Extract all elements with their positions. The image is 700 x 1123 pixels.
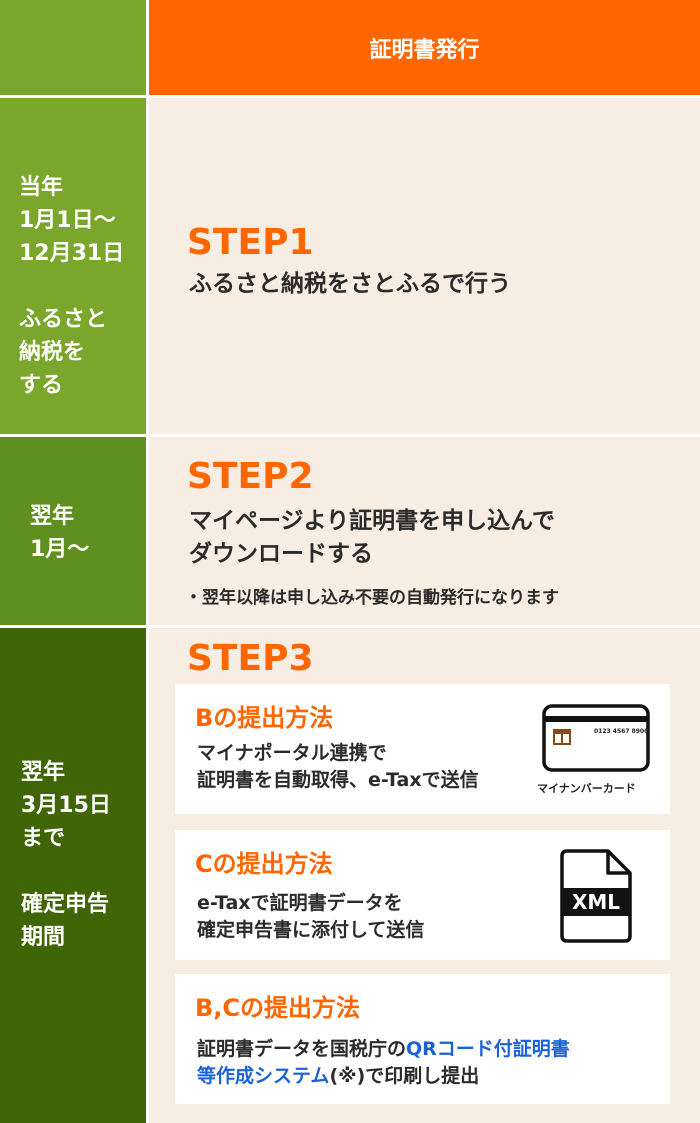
method-c-title: Cの提出方法 <box>195 850 333 878</box>
period-line: 12月31日 <box>19 241 125 266</box>
step1-description: ふるさと納税をさとふるで行う <box>189 271 511 297</box>
method-b-card: Bの提出方法 マイナポータル連携で 証明書を自動取得、e-Taxで送信 0123… <box>175 684 670 814</box>
header-left-blank <box>0 0 146 95</box>
method-c-card: Cの提出方法 e-Taxで証明書データを 確定申告書に添付して送信 XML <box>175 830 670 960</box>
period-line: 1月1日〜 <box>19 208 116 233</box>
period-line: 翌年 <box>30 504 75 529</box>
step2-description-line1: マイページより証明書を申し込んで <box>189 508 555 534</box>
method-bc-line2: 等作成システム(※)で印刷し提出 <box>197 1063 479 1090</box>
period-line: ふるさと <box>19 307 108 332</box>
period-line <box>21 855 146 888</box>
period-line: 翌年 <box>21 760 66 785</box>
step2-panel: STEP2 マイページより証明書を申し込んで ダウンロードする ・翌年以降は申し… <box>149 437 700 625</box>
method-c-line: 確定申告書に添付して送信 <box>197 919 425 941</box>
step1-panel: STEP1 ふるさと納税をさとふるで行う <box>149 98 700 434</box>
step3-label: STEP3 <box>187 638 314 679</box>
period-line: 納税を <box>19 340 86 365</box>
step2-note: ・翌年以降は申し込み不要の自動発行になります <box>185 583 559 608</box>
period-line: 3月15日 <box>21 793 111 818</box>
period-line: 期間 <box>21 925 66 950</box>
card-number: 0123 4567 8900 <box>594 728 649 735</box>
qr-certificate-system-link[interactable]: QRコード付証明書 <box>406 1038 570 1060</box>
step3-panel: STEP3 Bの提出方法 マイナポータル連携で 証明書を自動取得、e-Taxで送… <box>149 628 700 1123</box>
period-line: 確定申告 <box>21 892 110 917</box>
method-bc-text: (※)で印刷し提出 <box>329 1065 480 1087</box>
my-number-card-caption: マイナンバーカード <box>537 782 636 795</box>
step2-label: STEP2 <box>187 456 314 497</box>
method-bc-title: B,Cの提出方法 <box>195 994 361 1022</box>
step2-note-text: 翌年以降は申し込み不要の自動発行になります <box>202 588 559 608</box>
method-b-line: 証明書を自動取得、e-Taxで送信 <box>197 769 479 791</box>
period-line: まで <box>21 826 66 851</box>
xml-label: XML <box>572 890 620 914</box>
method-bc-text: 証明書データを国税庁の <box>197 1038 407 1060</box>
method-bc-card: B,Cの提出方法 証明書データを国税庁のQRコード付証明書 等作成システム(※)… <box>175 974 670 1104</box>
period-line: する <box>19 373 64 398</box>
header-title: 証明書発行 <box>149 0 700 95</box>
period-line: 1月〜 <box>30 537 90 562</box>
period-cell-tax-filing: 翌年 3月15日 まで 確定申告 期間 <box>0 628 146 1123</box>
xml-file-icon: XML <box>558 848 634 944</box>
method-c-line: e-Taxで証明書データを <box>197 892 403 914</box>
my-number-card-icon: 0123 4567 8900 <box>542 704 650 772</box>
qr-certificate-system-link-cont[interactable]: 等作成システム <box>197 1065 330 1087</box>
method-b-line: マイナポータル連携で <box>197 742 387 764</box>
period-line <box>19 270 146 303</box>
header-title-text: 証明書発行 <box>369 37 480 63</box>
period-line: 当年 <box>19 175 64 200</box>
bullet-icon: ・ <box>185 588 202 608</box>
step2-description-line2: ダウンロードする <box>189 541 373 567</box>
method-b-title: Bの提出方法 <box>195 704 334 732</box>
period-cell-next-year: 翌年 1月〜 <box>0 437 146 625</box>
step1-label: STEP1 <box>187 222 314 263</box>
method-bc-line1: 証明書データを国税庁のQRコード付証明書 <box>197 1036 570 1063</box>
period-cell-current-year: 当年 1月1日〜 12月31日 ふるさと 納税を する <box>0 98 146 434</box>
